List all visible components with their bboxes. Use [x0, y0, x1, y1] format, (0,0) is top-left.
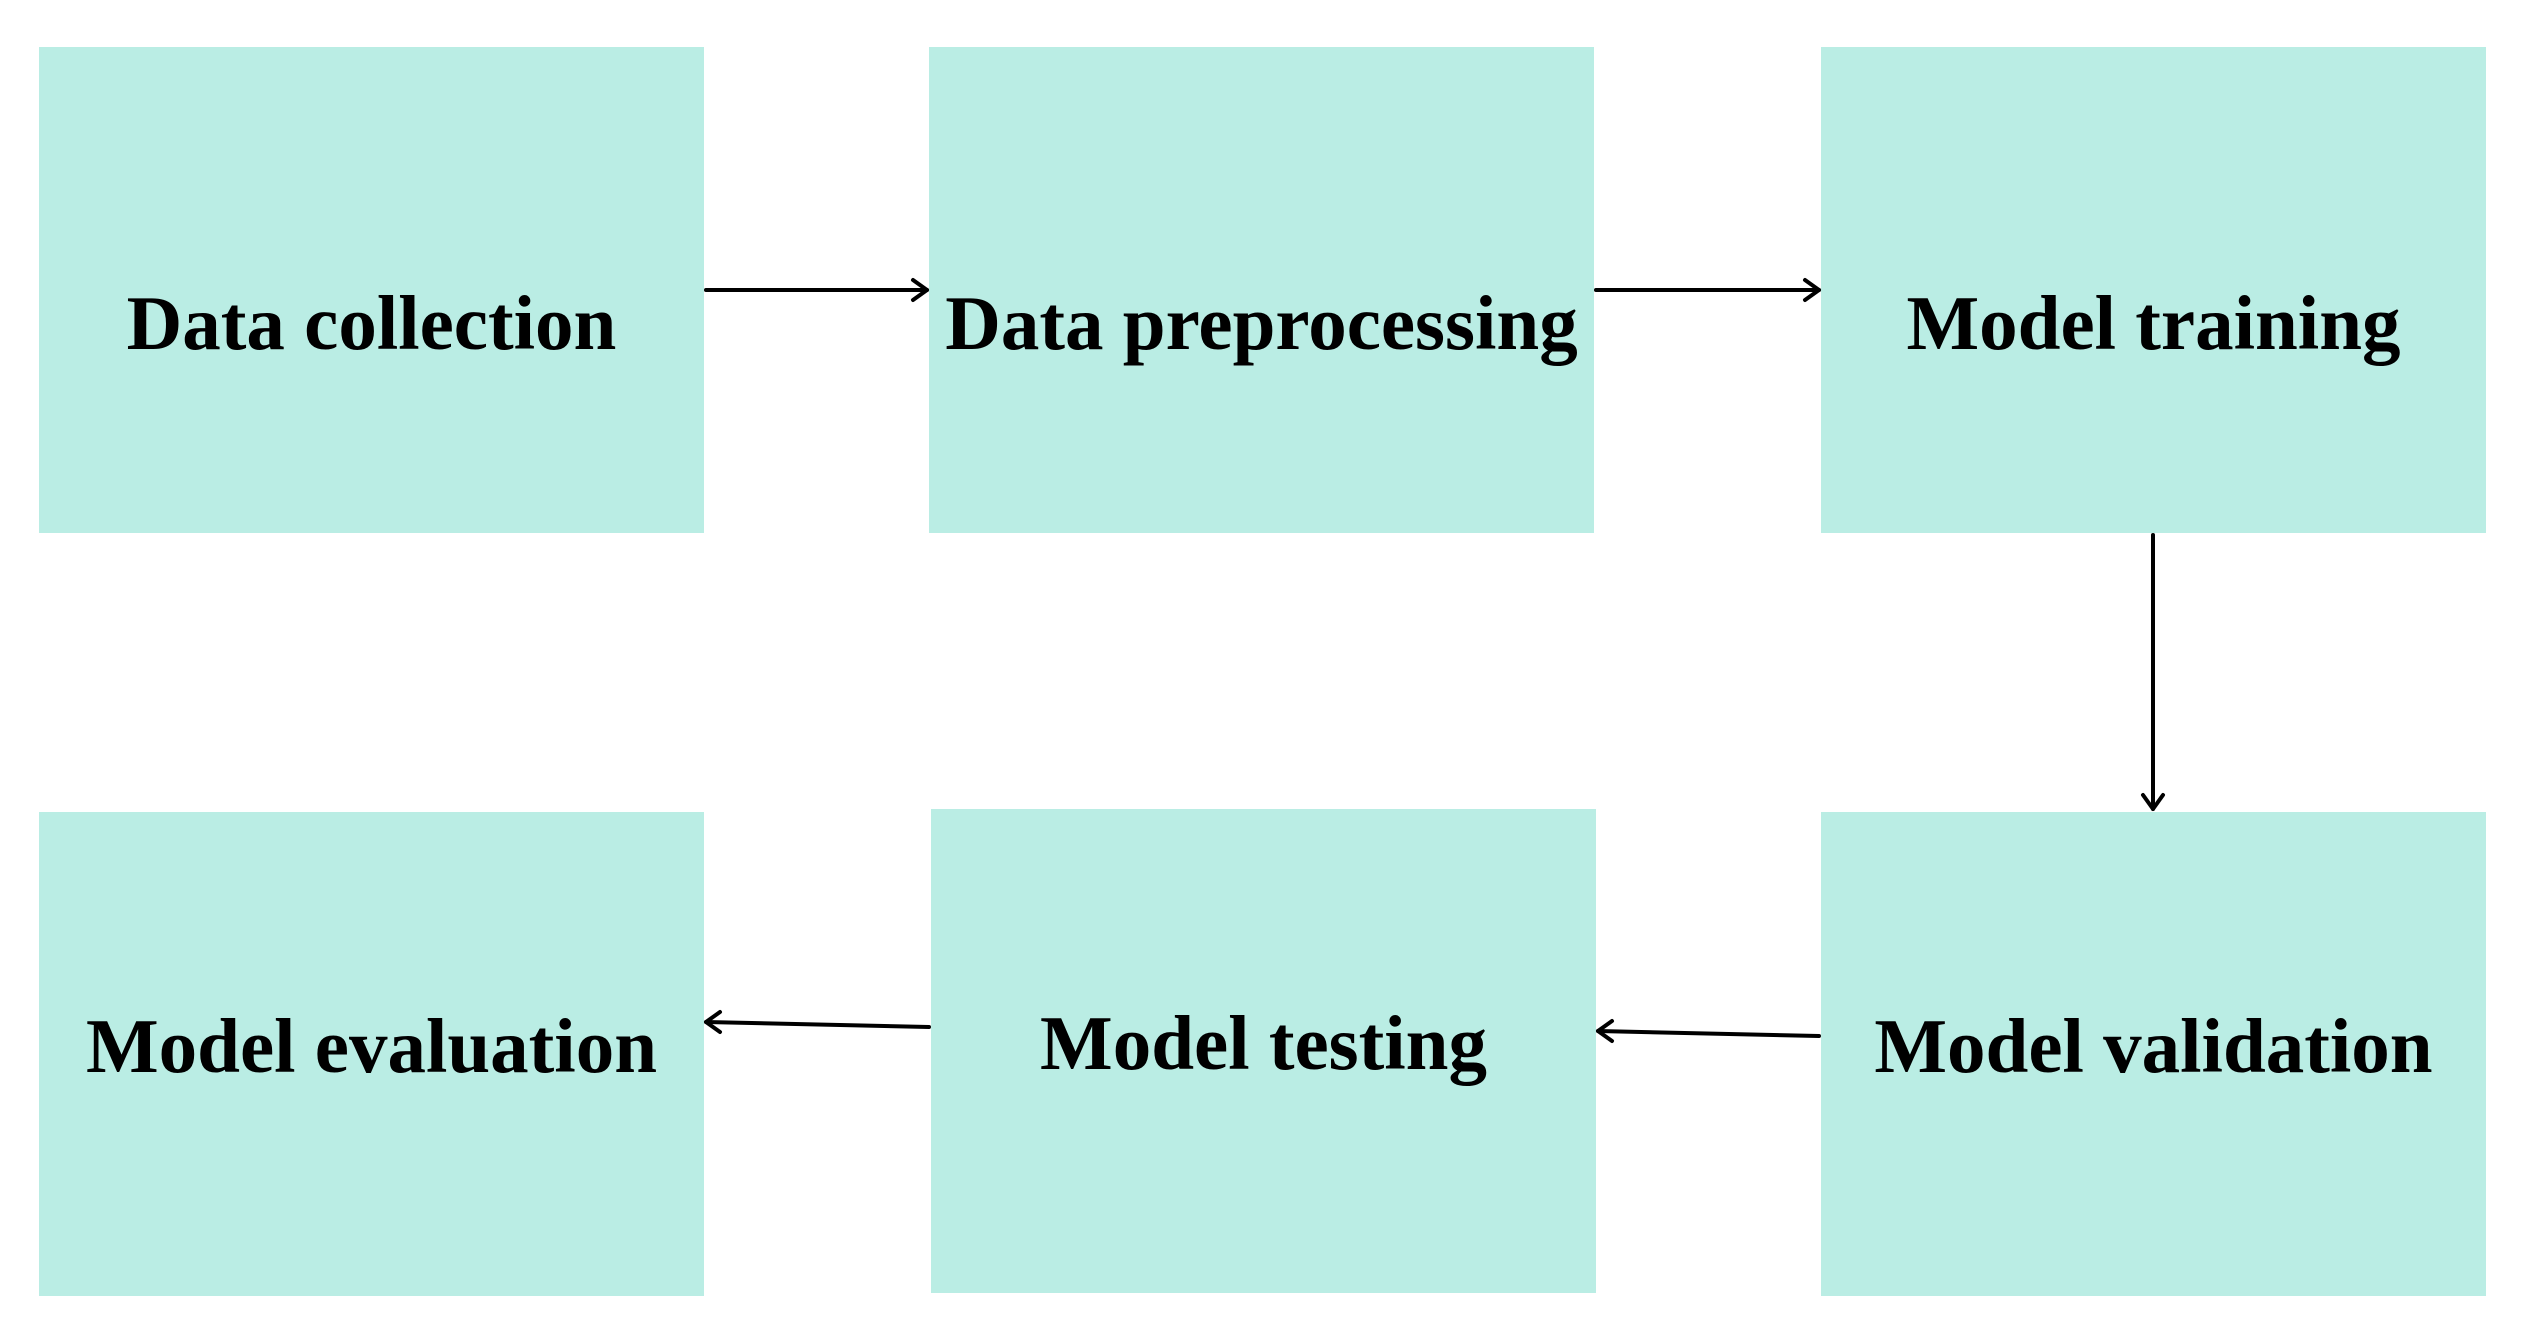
- arrow-validation-to-testing: [1596, 1019, 1821, 1043]
- arrow-training-to-validation: [2141, 533, 2165, 811]
- arrow-collection-to-preprocessing: [704, 278, 929, 302]
- node-model-training: Model training: [1821, 47, 2486, 533]
- node-label: Model training: [1906, 280, 2401, 366]
- node-label: Data collection: [126, 280, 617, 366]
- node-label: Data preprocessing: [945, 280, 1578, 366]
- node-model-evaluation: Model evaluation: [39, 812, 704, 1296]
- node-model-testing: Model testing: [931, 809, 1596, 1293]
- node-label: Model testing: [1040, 1000, 1487, 1086]
- node-label: Model validation: [1874, 1003, 2433, 1089]
- node-model-validation: Model validation: [1821, 812, 2486, 1296]
- node-label: Model evaluation: [85, 1003, 658, 1089]
- arrow-testing-to-evaluation: [704, 1010, 931, 1034]
- node-data-preprocessing: Data preprocessing: [929, 47, 1594, 533]
- arrow-preprocessing-to-training: [1594, 278, 1821, 302]
- node-data-collection: Data collection: [39, 47, 704, 533]
